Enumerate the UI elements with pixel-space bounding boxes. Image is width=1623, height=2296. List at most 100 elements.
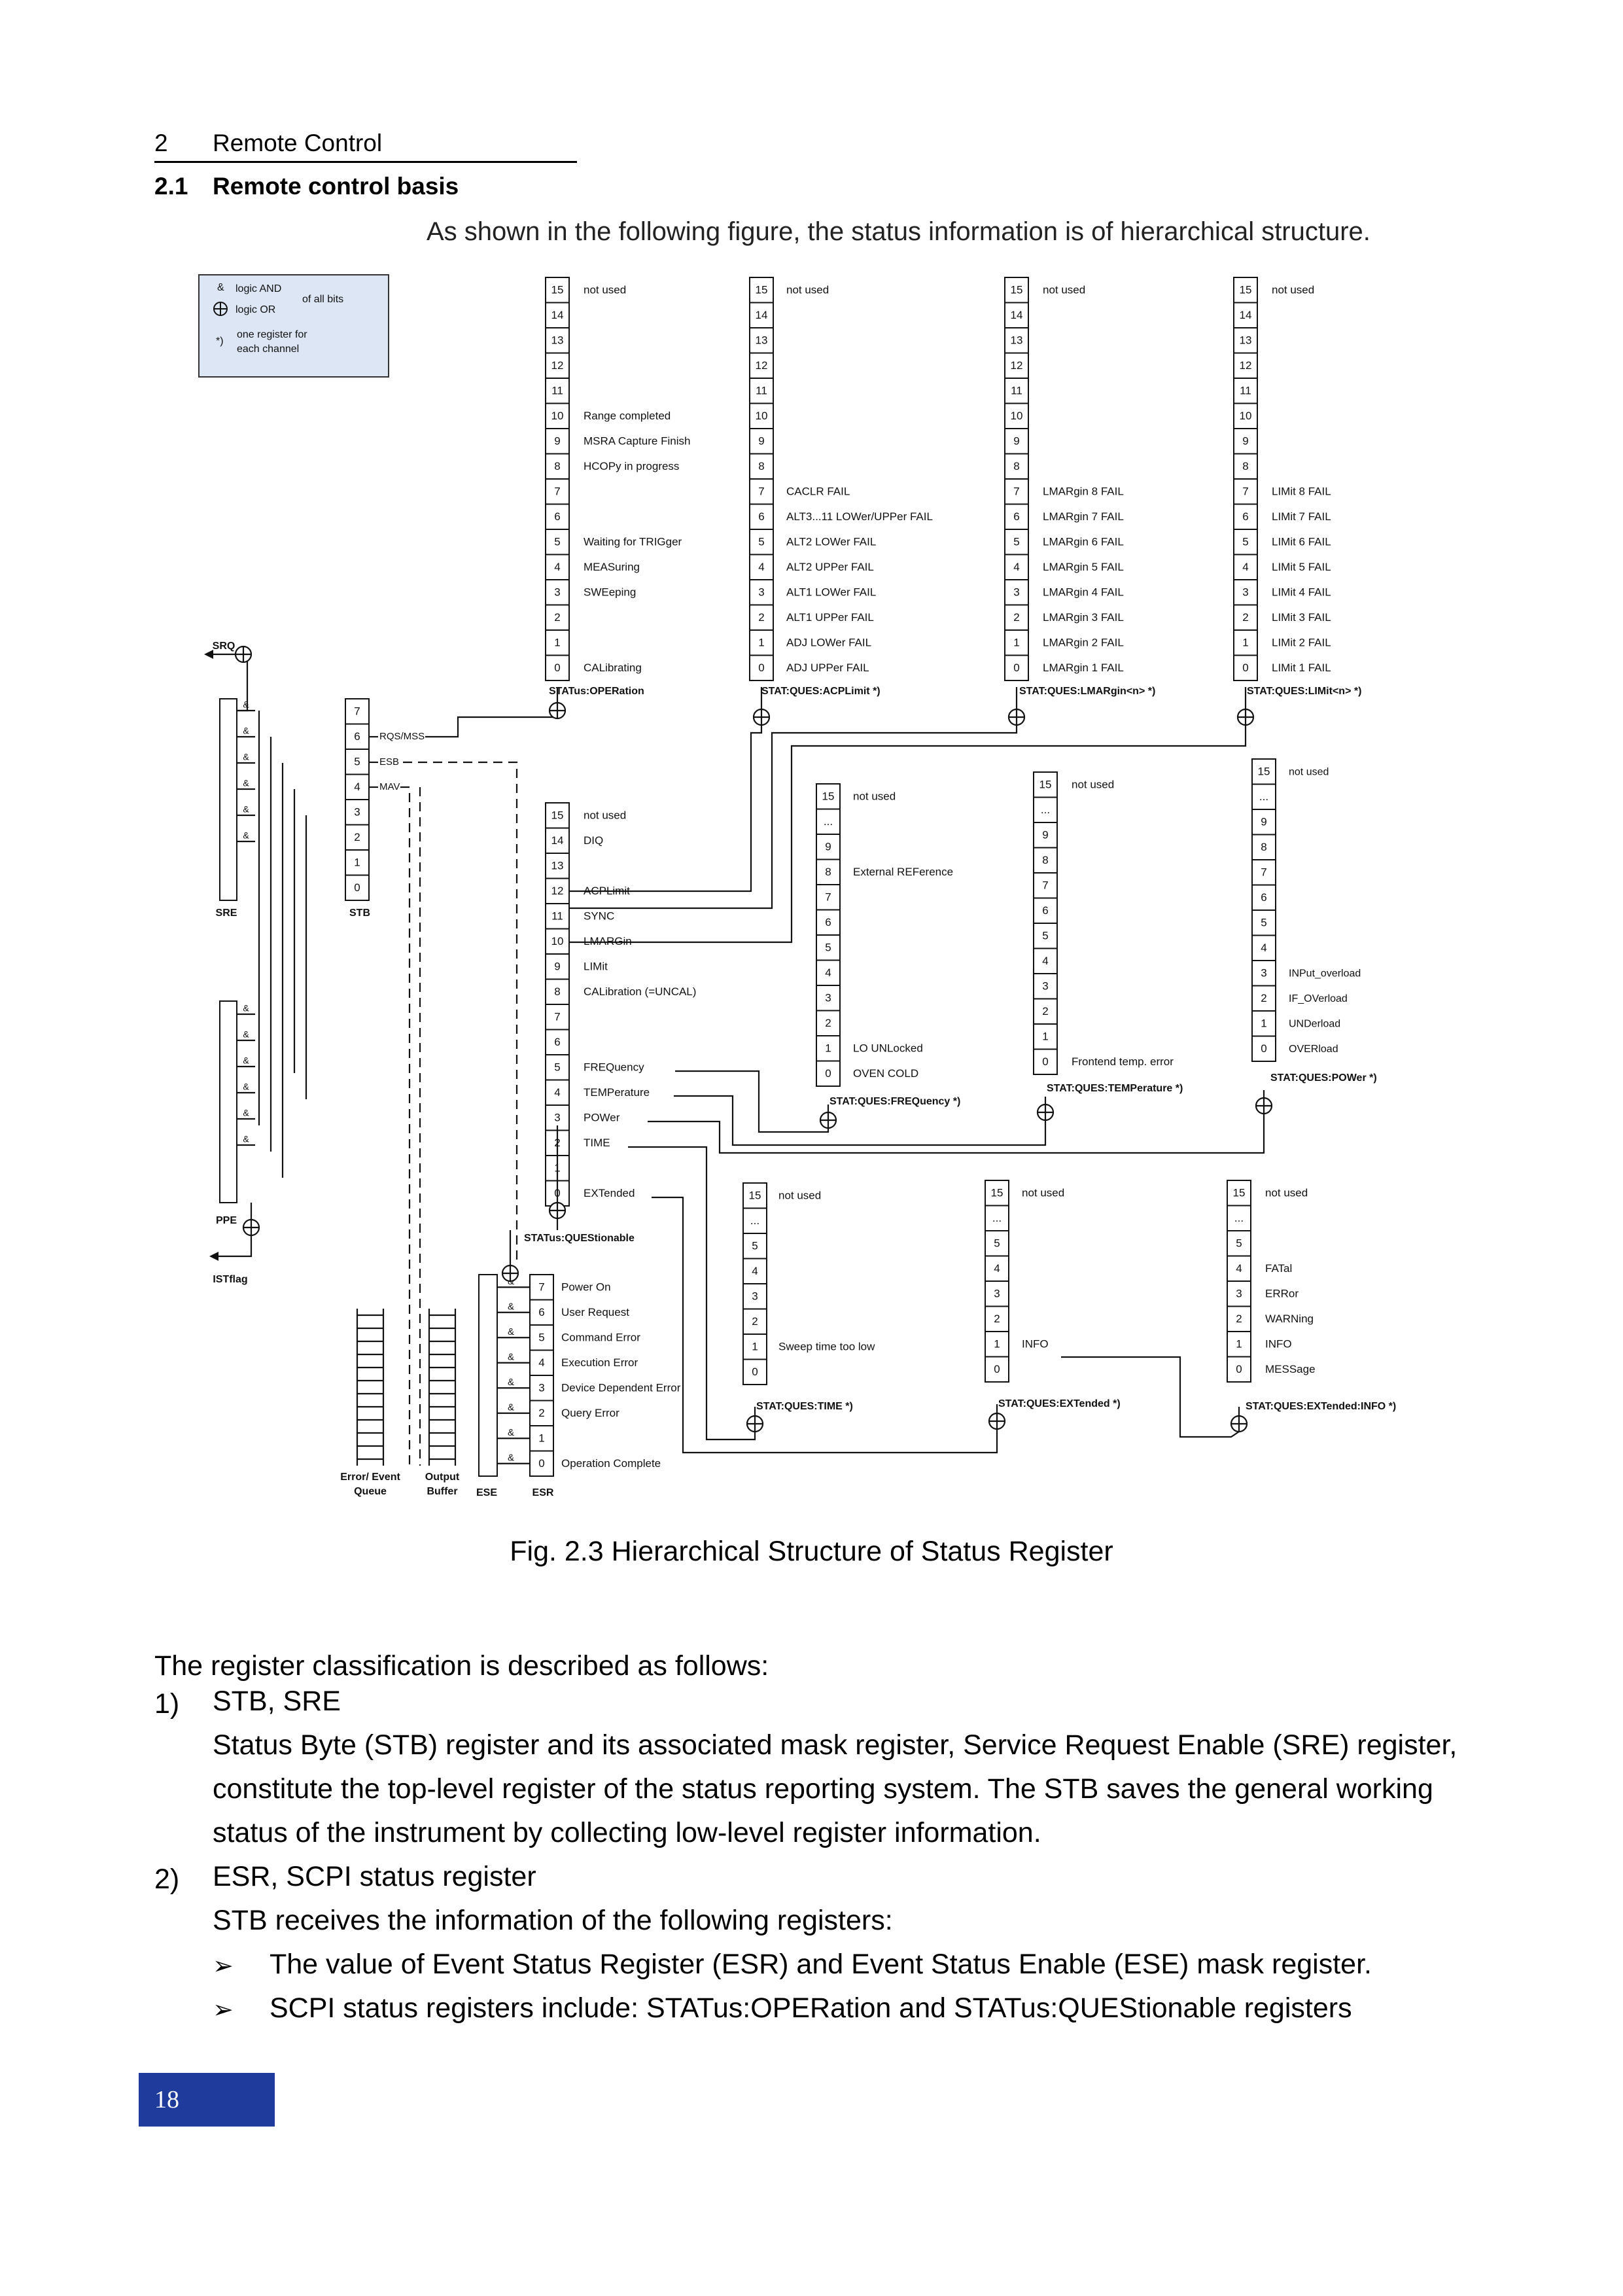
bit-number: 6 xyxy=(554,1036,560,1048)
bit-number: 12 xyxy=(756,359,768,372)
bit-number: 2 xyxy=(1013,611,1019,624)
bit-number: 15 xyxy=(749,1190,761,1202)
bit-label: CALibrating xyxy=(584,662,642,674)
bit-cell xyxy=(545,953,570,980)
error-queue-label: Queue xyxy=(354,1486,387,1497)
bit-number: 5 xyxy=(1261,917,1266,929)
bit-cell xyxy=(529,1274,554,1301)
bit-cell xyxy=(816,985,841,1012)
bit-number: 3 xyxy=(554,1112,560,1124)
bit-label: Waiting for TRIGger xyxy=(584,536,682,548)
bit-number: 15 xyxy=(991,1187,1003,1199)
bit-label: ALT2 UPPer FAIL xyxy=(786,561,874,573)
bit-number: 5 xyxy=(1042,930,1048,942)
bit-label: LMARgin 3 FAIL xyxy=(1043,611,1124,624)
logic-and-icon: & xyxy=(508,1326,514,1337)
sre-label: SRE xyxy=(216,908,237,919)
bit-number: 5 xyxy=(554,536,560,548)
bit-label: not used xyxy=(1072,779,1114,791)
bit-label: INFO xyxy=(1265,1338,1292,1351)
bit-number: 2 xyxy=(1242,611,1248,624)
bit-number: 3 xyxy=(554,586,560,599)
bit-label: LIMit 8 FAIL xyxy=(1272,486,1331,498)
bit-label: not used xyxy=(1265,1187,1308,1199)
register-name: STAT:QUES:TEMPerature *) xyxy=(1047,1083,1183,1094)
logic-and-icon: & xyxy=(243,1108,249,1118)
bit-number: 1 xyxy=(554,637,560,649)
register-name: STAT:QUES:EXTended:INFO *) xyxy=(1246,1401,1396,1412)
logic-or-cross xyxy=(502,1265,518,1281)
bit-cell xyxy=(1004,579,1029,606)
mav-label: MAV xyxy=(379,781,400,792)
page-number-box xyxy=(139,2073,275,2127)
bit-number: 8 xyxy=(825,866,831,878)
register-name: STAT:QUES:LIMit<n> *) xyxy=(1247,686,1361,697)
bit-cell xyxy=(1233,629,1258,656)
bit-number: 4 xyxy=(1236,1262,1242,1275)
bit-number: 2 xyxy=(1236,1313,1242,1325)
bit-cell xyxy=(985,1356,1009,1383)
bit-number: 0 xyxy=(1042,1055,1048,1068)
bit-label: LMARgin 8 FAIL xyxy=(1043,486,1124,498)
bit-label: LMARgin 4 FAIL xyxy=(1043,586,1124,599)
item-1-line-2: constitute the top-level register of the… xyxy=(213,1773,1433,1805)
classification-intro: The register classification is described… xyxy=(154,1650,769,1682)
bit-number: 4 xyxy=(554,561,560,573)
bit-number: 5 xyxy=(538,1332,544,1344)
bit-number: 7 xyxy=(758,486,764,498)
bit-number: 0 xyxy=(1236,1363,1242,1375)
logic-and-icon: & xyxy=(243,778,249,788)
bit-label: OVEN COLD xyxy=(853,1067,918,1080)
bit-number: ... xyxy=(1259,790,1268,803)
bit-number: ... xyxy=(1041,804,1050,816)
bit-label: ALT1 LOWer FAIL xyxy=(786,586,876,599)
bit-number: 2 xyxy=(758,611,764,624)
bit-number: 0 xyxy=(1013,662,1019,674)
bit-number: 9 xyxy=(1042,829,1048,841)
logic-and-icon: & xyxy=(243,752,249,762)
register-name: STAT:QUES:POWer *) xyxy=(1270,1072,1377,1084)
bit-cell xyxy=(345,698,370,725)
bit-cell xyxy=(1251,834,1276,860)
bit-cell xyxy=(1251,1035,1276,1062)
bit-number: 15 xyxy=(1240,284,1252,296)
bit-cell xyxy=(742,1258,767,1284)
bit-number: 9 xyxy=(1242,435,1248,448)
bit-cell xyxy=(545,827,570,854)
bit-label: LMARgin 1 FAIL xyxy=(1043,662,1124,674)
connector-line xyxy=(569,725,1018,910)
bit-number: ... xyxy=(992,1212,1002,1224)
bit-number: 2 xyxy=(1261,992,1266,1004)
bit-number: 13 xyxy=(1240,334,1252,347)
bit-label: Frontend temp. error xyxy=(1072,1055,1174,1068)
bit-number: 15 xyxy=(756,284,768,296)
bit-label: Sweep time too low xyxy=(778,1341,875,1353)
bit-number: 10 xyxy=(551,410,564,422)
bit-number: 3 xyxy=(1042,980,1048,993)
bit-cell xyxy=(545,302,570,328)
bit-number: 7 xyxy=(554,1011,560,1023)
bit-number: 9 xyxy=(554,961,560,973)
chapter-number: 2 xyxy=(154,130,168,156)
bit-number: 1 xyxy=(1261,1017,1266,1030)
bit-number: 4 xyxy=(994,1262,1000,1275)
page-number: 18 xyxy=(154,2086,179,2113)
bit-label: ADJ LOWer FAIL xyxy=(786,637,871,649)
bit-number: 7 xyxy=(1042,879,1048,892)
register-name: STAT:QUES:LMARgin<n> *) xyxy=(1019,686,1155,697)
ese-register xyxy=(478,1274,498,1477)
header-rule xyxy=(154,161,577,163)
bit-number: 10 xyxy=(1240,410,1252,422)
item-1-title: STB, SRE xyxy=(213,1686,341,1717)
bit-cell xyxy=(345,824,370,851)
bit-number: 3 xyxy=(354,806,360,819)
bit-number: 0 xyxy=(752,1366,758,1378)
bit-cell xyxy=(1227,1180,1251,1207)
item-2-title: ESR, SCPI status register xyxy=(213,1861,536,1892)
bit-number: 4 xyxy=(1242,561,1248,573)
bit-cell xyxy=(1004,478,1029,505)
bullet-2-text: SCPI status registers include: STATus:OP… xyxy=(270,1992,1352,2024)
register-name: STAT:QUES:EXTended *) xyxy=(998,1398,1121,1409)
bit-cell xyxy=(1233,529,1258,556)
